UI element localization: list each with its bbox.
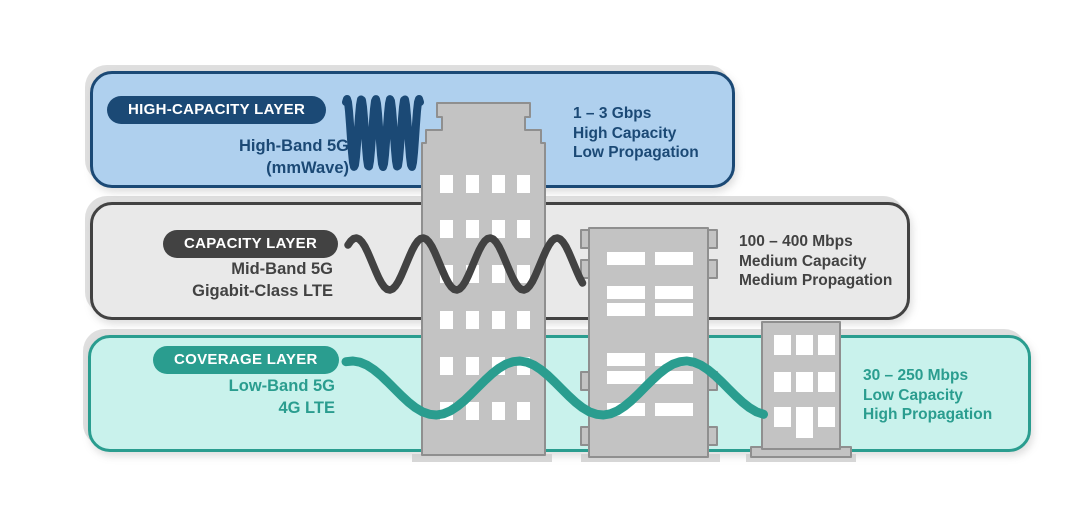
capacity-label: Low Capacity [863, 386, 963, 404]
propagation-label: Medium Propagation [739, 272, 893, 289]
high-capacity-layer-badge: HIGH-CAPACITY LAYER [107, 96, 327, 124]
propagation-label: Low Propagation [573, 144, 699, 161]
high-capacity-technologies: High-Band 5G (mmWave) [93, 135, 349, 179]
capacity-stats: 100 – 400 Mbps Medium Capacity Medium Pr… [739, 232, 892, 291]
high-capacity-layer-band: HIGH-CAPACITY LAYER High-Band 5G (mmWave… [90, 71, 735, 188]
capacity-layer-badge: CAPACITY LAYER [163, 230, 339, 258]
speed-range: 1 – 3 Gbps [573, 105, 652, 122]
building-shadows [412, 454, 856, 462]
capacity-layer-band: CAPACITY LAYER Mid-Band 5G Gigabit-Class… [90, 202, 910, 320]
coverage-layer-badge: COVERAGE LAYER [153, 346, 339, 374]
propagation-label: High Propagation [863, 406, 993, 423]
coverage-layer-band: COVERAGE LAYER Low-Band 5G 4G LTE 30 – 2… [88, 335, 1031, 452]
capacity-technologies: Mid-Band 5G Gigabit-Class LTE [93, 258, 333, 302]
technology-label: Mid-Band 5G [231, 260, 333, 278]
high-capacity-stats: 1 – 3 Gbps High Capacity Low Propagation [573, 104, 699, 163]
technology-label: (mmWave) [266, 159, 349, 177]
technology-label: Low-Band 5G [228, 377, 335, 395]
building-shadow [746, 454, 856, 462]
speed-range: 30 – 250 Mbps [863, 367, 969, 384]
building-shadow [581, 454, 720, 462]
coverage-technologies: Low-Band 5G 4G LTE [91, 375, 335, 419]
capacity-label: High Capacity [573, 124, 677, 142]
technology-label: 4G LTE [278, 399, 335, 417]
coverage-stats: 30 – 250 Mbps Low Capacity High Propagat… [863, 366, 992, 425]
technology-label: High-Band 5G [239, 137, 349, 155]
speed-range: 100 – 400 Mbps [739, 233, 853, 250]
building-shadow [412, 454, 552, 462]
capacity-label: Medium Capacity [739, 252, 867, 270]
technology-label: Gigabit-Class LTE [192, 282, 333, 300]
